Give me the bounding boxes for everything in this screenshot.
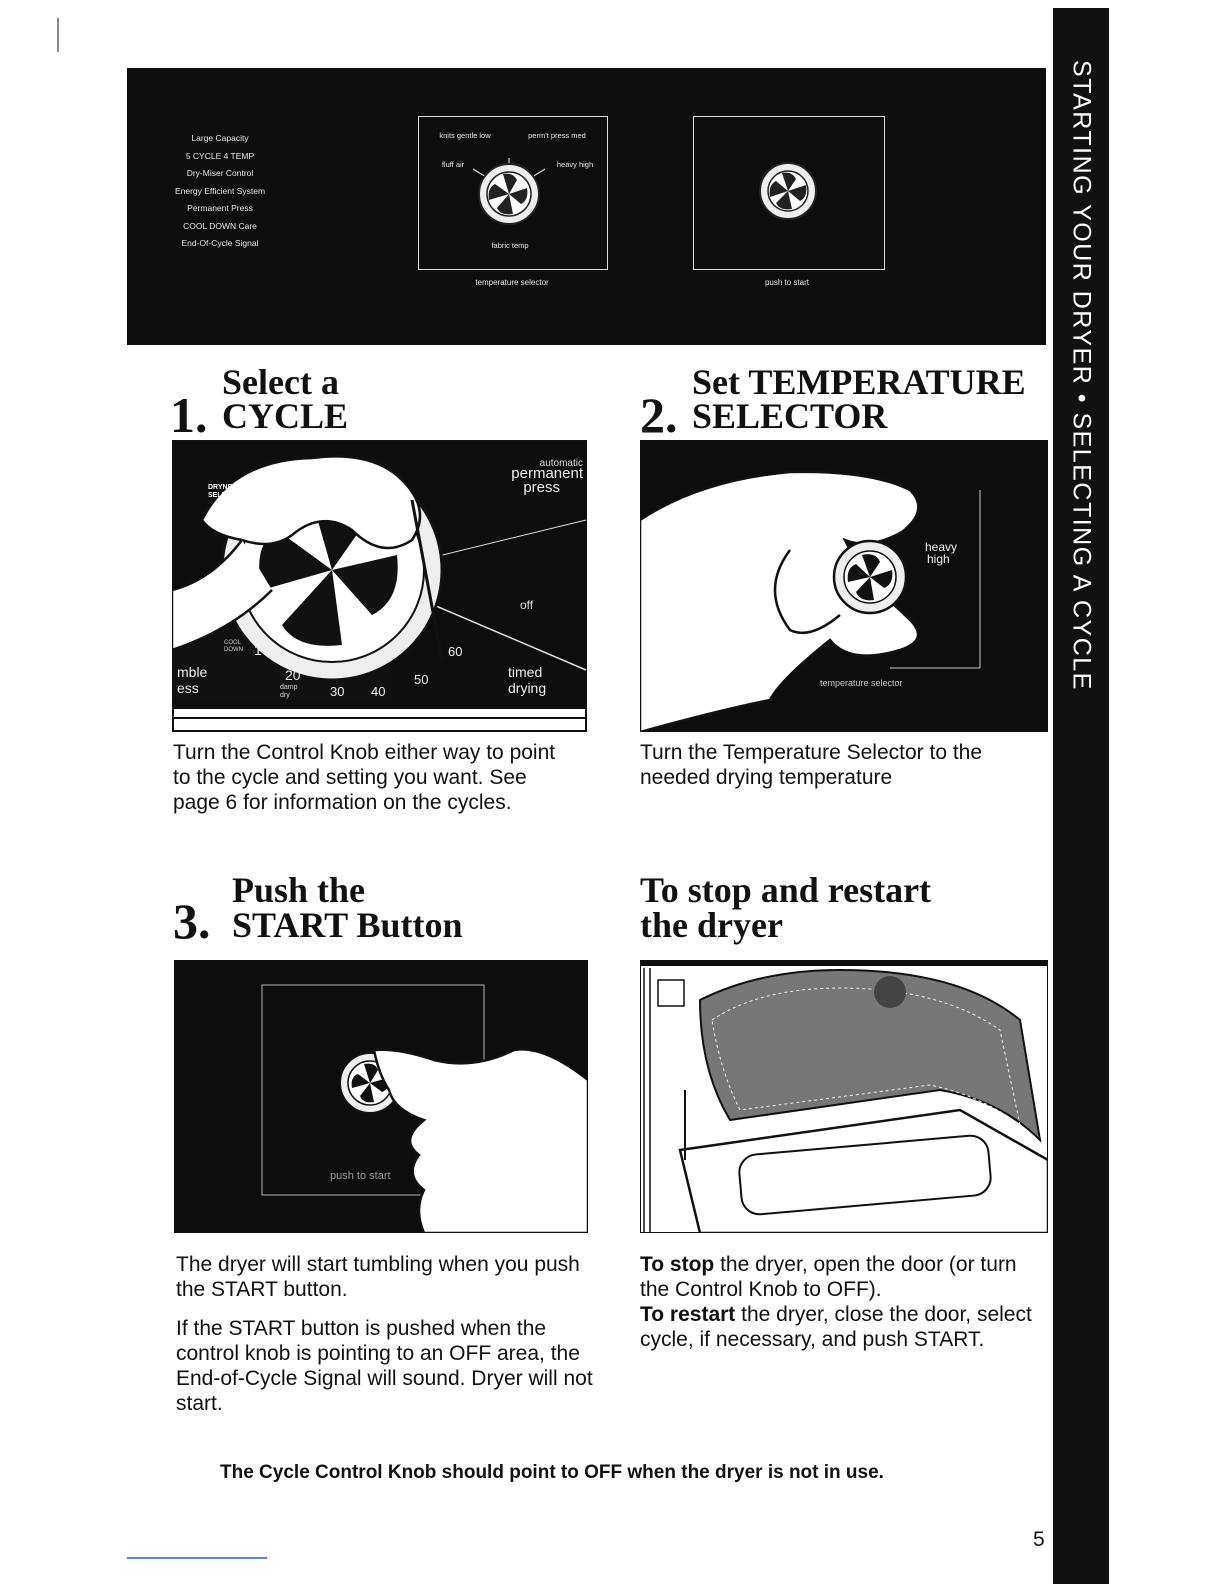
cycle-label: mble	[177, 664, 208, 680]
feature-list: Large Capacity 5 CYCLE 4 TEMP Dry-Miser …	[135, 130, 305, 253]
temperature-label: high	[927, 552, 950, 566]
cycle-label: automatic	[539, 458, 583, 469]
temperature-label: heavy	[925, 540, 958, 554]
side-tab-text: STARTING YOUR DRYER • SELECTING A CYCLE	[1067, 60, 1096, 691]
dryer-door-illustration	[640, 960, 1048, 1233]
restart-text: the dryer, close the door, select cycle,…	[640, 1303, 1032, 1351]
push-start-caption: push to start	[330, 1170, 391, 1182]
restart-lead: To restart	[640, 1303, 736, 1326]
temperature-selector-label: temperature selector	[475, 278, 549, 287]
footer-note: The Cycle Control Knob should point to O…	[220, 1462, 884, 1483]
step-2-title-line1: Set TEMPERATURE	[692, 362, 1026, 402]
cycle-label: off	[520, 598, 534, 612]
margin-mark	[57, 18, 59, 52]
step-3-paragraph-2: If the START button is pushed when the c…	[176, 1317, 593, 1415]
cycle-label: COOL DOWN	[224, 640, 243, 653]
step-1-text: Turn the Control Knob either way to poin…	[173, 741, 556, 814]
feature-item: End-Of-Cycle Signal	[181, 238, 259, 248]
step-3-paragraph-1: The dryer will start tumbling when you p…	[176, 1253, 580, 1301]
cycle-knob-illustration	[172, 440, 587, 732]
cycle-label: ess	[177, 680, 199, 696]
temperature-selector-illustration	[640, 440, 1048, 732]
feature-item: Energy Efficient System	[174, 185, 266, 196]
temperature-selector-box	[418, 116, 608, 270]
stop-text: the dryer, open the door (or turn the Co…	[640, 1253, 1017, 1301]
feature-item: Dry-Miser Control	[186, 168, 254, 178]
dial-setting-label: heavy high	[556, 160, 594, 169]
step-2-text: Turn the Temperature Selector to the nee…	[640, 741, 983, 789]
side-tab	[1053, 8, 1109, 1584]
temperature-selector-caption: temperature selector	[820, 678, 903, 688]
feature-item: COOL DOWN Care	[183, 220, 257, 231]
start-button-icon	[759, 162, 817, 220]
stop-lead: To stop	[640, 1253, 715, 1276]
stop-restart-title-line1: To stop and restart	[640, 870, 932, 910]
cycle-label: drying	[508, 680, 547, 696]
dial-setting-label: perm't press med	[528, 131, 586, 140]
cycle-label: timed	[508, 664, 543, 680]
cycle-label: 30	[330, 684, 345, 699]
control-panel-illustration: Large Capacity 5 CYCLE 4 TEMP Dry-Miser …	[127, 68, 1046, 345]
step-3-title-line1: Push the	[232, 870, 366, 910]
cycle-label: permanent	[511, 465, 583, 482]
step-2-number: 2.	[640, 387, 678, 443]
dial-setting-label: knits gentle low	[439, 131, 491, 140]
step-2-title-line2: SELECTOR	[692, 396, 888, 436]
stop-restart-title-line2: the dryer	[640, 905, 783, 945]
cycle-label: 10	[254, 642, 270, 658]
restart-paragraph: To restart the dryer, close the door, se…	[640, 1302, 1040, 1352]
dial-setting-label: fabric temp	[491, 241, 529, 250]
page-number: 5	[1033, 1528, 1045, 1551]
stop-paragraph: To stop the dryer, open the door (or tur…	[640, 1252, 1040, 1302]
cycle-label: damp dry	[280, 684, 298, 699]
cycle-label: press	[523, 479, 560, 496]
feature-item: Large Capacity	[191, 133, 249, 143]
step-1-title-line1: Select a	[222, 362, 339, 402]
step-1-number: 1.	[170, 387, 208, 443]
cycle-label: 50	[414, 672, 429, 687]
start-button-label: push to start	[764, 278, 810, 287]
feature-item: 5 CYCLE 4 TEMP	[185, 150, 255, 161]
step-1-title-line2: CYCLE	[222, 396, 349, 436]
step-3-number: 3.	[173, 893, 211, 949]
cycle-label: 40	[371, 684, 386, 699]
start-button-box	[693, 116, 885, 270]
step-3-text: The dryer will start tumbling when you p…	[176, 1252, 596, 1416]
feature-item: Permanent Press	[187, 203, 253, 213]
bottom-rule	[127, 1557, 267, 1559]
cycle-label: DRYNESS SELECTOR	[208, 484, 246, 499]
temperature-knob-icon	[473, 158, 545, 225]
push-start-illustration	[174, 960, 588, 1233]
dial-setting-label: fluff air	[441, 160, 465, 169]
stop-restart-text: To stop the dryer, open the door (or tur…	[640, 1252, 1040, 1352]
step-3-title-line2: START Button	[232, 905, 463, 945]
cycle-label: 60	[448, 644, 463, 659]
cycle-label: 20	[285, 667, 301, 683]
